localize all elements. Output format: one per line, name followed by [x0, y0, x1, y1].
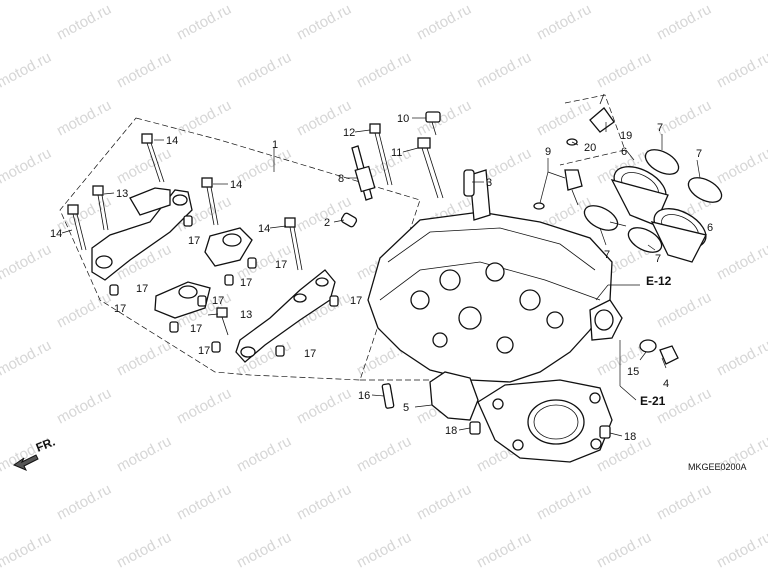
- watermark-text: motod.ru: [114, 529, 174, 572]
- watermark-text: motod.ru: [534, 97, 594, 140]
- callout-10: 10: [397, 113, 409, 125]
- callout-15: 15: [627, 366, 639, 378]
- callout-19: 19: [620, 130, 632, 142]
- watermark-text: motod.ru: [474, 529, 534, 572]
- callout-8: 8: [338, 173, 344, 185]
- callout-17b: 17: [275, 259, 287, 271]
- callout-7c: 7: [604, 249, 610, 261]
- head-gasket: [477, 379, 613, 463]
- callout-3: 3: [486, 177, 492, 189]
- watermark-text: motod.ru: [294, 1, 354, 44]
- watermark-text: motod.ru: [54, 97, 114, 140]
- camshaft-holder-assembly: [67, 133, 339, 363]
- callout-18a: 18: [445, 425, 457, 437]
- watermark-text: motod.ru: [0, 529, 54, 572]
- watermark-text: motod.ru: [654, 1, 714, 44]
- callout-20: 20: [584, 142, 596, 154]
- callout-17h: 17: [304, 348, 316, 360]
- callout-2: 2: [324, 217, 330, 229]
- callout-14d: 14: [258, 223, 270, 235]
- watermark-text: motod.ru: [54, 481, 114, 524]
- callout-16: 16: [358, 390, 370, 402]
- watermark-text: motod.ru: [114, 433, 174, 476]
- watermark-text: motod.ru: [654, 481, 714, 524]
- watermark-text: motod.ru: [414, 1, 474, 44]
- ref-e12-label: E-12: [646, 274, 672, 288]
- callout-17a: 17: [188, 235, 200, 247]
- watermark-text: motod.ru: [174, 385, 234, 428]
- watermark-text: motod.ru: [654, 289, 714, 332]
- watermark-text: motod.ru: [234, 433, 294, 476]
- callout-14b: 14: [230, 179, 242, 191]
- watermark-text: motod.ru: [294, 481, 354, 524]
- diagram-code: MKGEE0200A: [688, 462, 747, 472]
- watermark-text: motod.ru: [534, 481, 594, 524]
- callout-7d: 7: [655, 253, 661, 265]
- watermark-text: motod.ru: [714, 529, 768, 572]
- watermark-text: motod.ru: [234, 145, 294, 188]
- callout-11: 11: [391, 147, 402, 159]
- callout-17f: 17: [190, 323, 202, 335]
- watermark-text: motod.ru: [534, 1, 594, 44]
- watermark-text: motod.ru: [714, 49, 768, 92]
- callout-14a: 14: [166, 135, 178, 147]
- watermark-text: motod.ru: [474, 49, 534, 92]
- watermark-text: motod.ru: [234, 49, 294, 92]
- cam-chain-guide-gasket: [429, 371, 479, 421]
- callout-17c: 17: [240, 277, 252, 289]
- watermark-text: motod.ru: [0, 145, 54, 188]
- callout-12: 12: [343, 127, 355, 139]
- callout-6b: 6: [707, 222, 713, 234]
- callout-17i: 17: [350, 295, 362, 307]
- watermark-text: motod.ru: [114, 49, 174, 92]
- callout-9: 9: [545, 146, 551, 158]
- callout-17d: 17: [136, 283, 148, 295]
- watermark-text: motod.ru: [594, 529, 654, 572]
- watermark-text: motod.ru: [354, 529, 414, 572]
- callout-7b: 7: [696, 148, 702, 160]
- watermark-text: motod.ru: [174, 481, 234, 524]
- watermark-text: motod.ru: [114, 145, 174, 188]
- watermark-text: motod.ru: [714, 337, 768, 380]
- watermark-text: motod.ru: [354, 433, 414, 476]
- watermark-text: motod.ru: [234, 529, 294, 572]
- watermark-text: motod.ru: [714, 145, 768, 188]
- callout-13a: 13: [116, 188, 128, 200]
- callout-18b: 18: [624, 431, 636, 443]
- watermark-text: motod.ru: [414, 481, 474, 524]
- watermark-text: motod.ru: [0, 49, 54, 92]
- watermark-text: motod.ru: [354, 49, 414, 92]
- callout-17e: 17: [212, 295, 224, 307]
- front-label: FR.: [34, 435, 57, 455]
- watermark-text: motod.ru: [714, 241, 768, 284]
- watermark-text: motod.ru: [54, 289, 114, 332]
- callout-6a: 6: [621, 146, 627, 158]
- watermark-text: motod.ru: [114, 337, 174, 380]
- callout-5: 5: [403, 402, 409, 414]
- watermark-text: motod.ru: [294, 385, 354, 428]
- watermark-text: motod.ru: [594, 49, 654, 92]
- callout-17g: 17: [198, 345, 210, 357]
- watermark-text: motod.ru: [174, 1, 234, 44]
- callout-14c: 14: [50, 228, 62, 240]
- ref-e21-label: E-21: [640, 394, 666, 408]
- watermark-text: motod.ru: [174, 97, 234, 140]
- watermark-text: motod.ru: [54, 1, 114, 44]
- watermark-text: motod.ru: [54, 385, 114, 428]
- callout-17j: 17: [114, 303, 126, 315]
- cylinder-head: [367, 169, 623, 383]
- front-arrow-icon: FR.: [12, 435, 57, 471]
- callout-7a: 7: [657, 122, 663, 134]
- callout-1: 1: [272, 139, 278, 151]
- callout-numbers: 1 2 3 4 5 6 6 7 7 7 7 8 9 10 11 12 13 13…: [50, 113, 713, 443]
- leader-lines: [61, 117, 701, 437]
- watermark-text: motod.ru: [0, 241, 54, 284]
- intake-boots: [583, 149, 723, 263]
- watermark-text: motod.ru: [0, 337, 54, 380]
- callout-4: 4: [663, 378, 669, 390]
- callout-13b: 13: [240, 309, 252, 321]
